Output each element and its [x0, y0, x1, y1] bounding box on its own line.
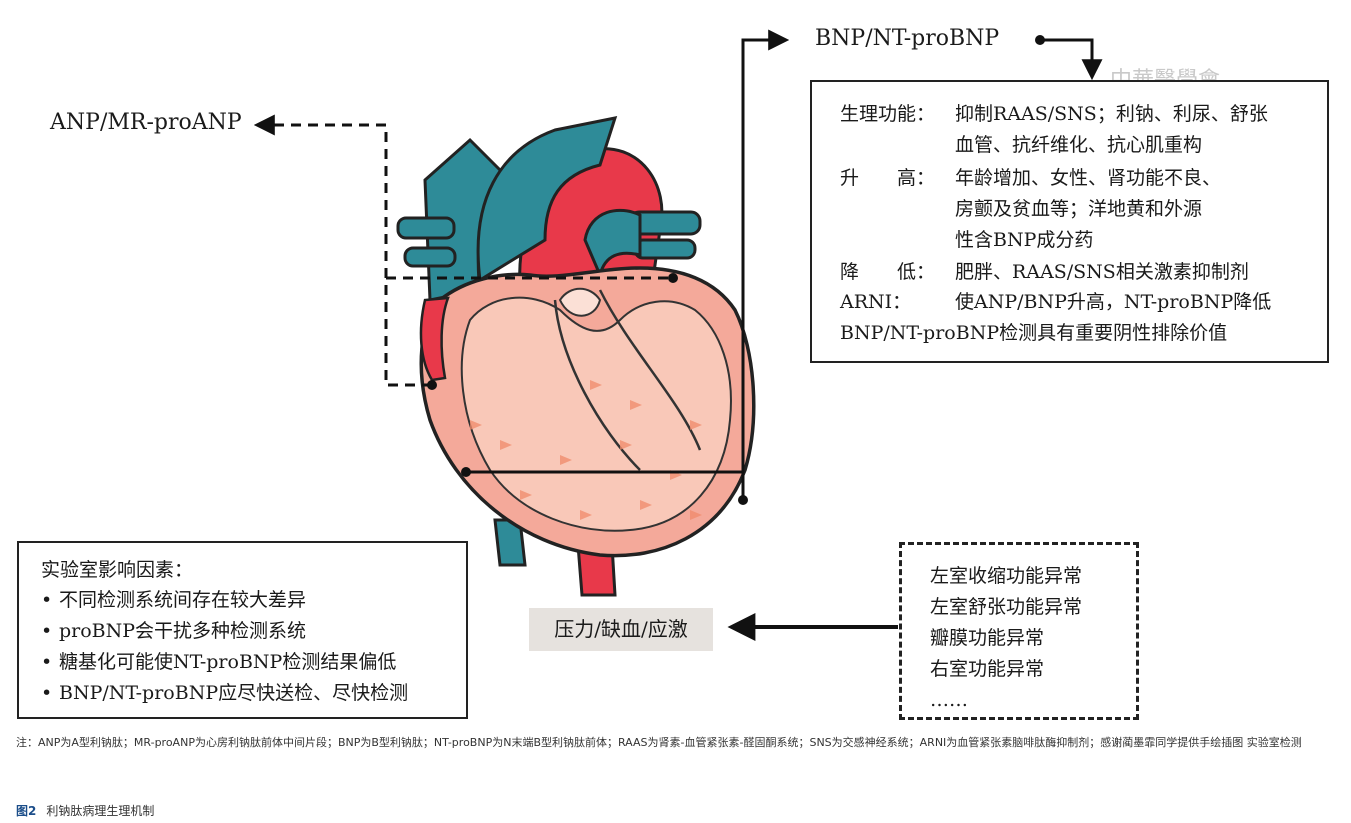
bnp-info-line: 肥胖、RAAS/SNS相关激素抑制剂 [955, 261, 1249, 283]
bnp-info-line: 抑制RAAS/SNS；利钠、利尿、舒张 [955, 103, 1268, 125]
heart-valve [558, 287, 602, 317]
bnp-info-key-increase: 升 高： [840, 167, 936, 189]
cause-item: 右室功能异常 [930, 658, 1045, 680]
cardiac-causes-box: 左室收缩功能异常 左室舒张功能异常 瓣膜功能异常 右室功能异常 …… [899, 542, 1139, 720]
bnp-info-key-arni: ARNI： [840, 291, 912, 313]
bnp-label-point [1035, 35, 1045, 45]
lab-factors-box: 实验室影响因素： •不同检测系统间存在较大差异 •proBNP会干扰多种检测系统… [17, 541, 468, 719]
lab-factor-item: •不同检测系统间存在较大差异 [41, 589, 307, 611]
cause-item: …… [930, 689, 968, 711]
lab-factor-item: •proBNP会干扰多种检测系统 [41, 620, 307, 642]
bnp-info-summary: BNP/NT-proBNP检测具有重要阴性排除价值 [840, 322, 1228, 344]
bnp-info-line: 使ANP/BNP升高，NT-proBNP降低 [955, 291, 1272, 313]
anp-connector [253, 114, 432, 387]
bnp-info-line: 血管、抗纤维化、抗心肌重构 [955, 134, 1203, 156]
bnp-to-info-connector [1040, 38, 1103, 81]
bnp-label: BNP/NT-proBNP [815, 26, 1000, 51]
figure-title: 利钠肽病理生理机制 [46, 804, 155, 818]
cause-item: 瓣膜功能异常 [930, 627, 1045, 649]
lab-factor-item: •糖基化可能使NT-proBNP检测结果偏低 [41, 651, 397, 673]
bnp-info-line: 房颤及贫血等；洋地黄和外源 [955, 198, 1203, 220]
right-atrium-point [427, 380, 437, 390]
vessel-branch-left [396, 216, 456, 240]
heart-chamber-line [553, 299, 641, 471]
atrium-point [668, 273, 678, 283]
bnp-connector [741, 29, 790, 500]
bnp-info-key-decrease: 降 低： [840, 261, 936, 283]
ventricle-point-right [738, 495, 748, 505]
cause-item: 左室收缩功能异常 [930, 565, 1083, 587]
stress-ischemia-box: 压力/缺血/应激 [529, 608, 713, 651]
ventricle-point-left [461, 467, 471, 477]
lab-factors-title: 实验室影响因素： [41, 559, 194, 581]
flow-arrows [470, 380, 702, 520]
footnote: 注：ANP为A型利钠肽；MR-proANP为心房利钠肽前体中间片段；BNP为B型… [16, 736, 1302, 749]
bnp-info-line: 性含BNP成分药 [955, 229, 1094, 251]
vessel-branch-right-lower [633, 238, 697, 260]
heart-right-atrium [419, 296, 450, 382]
heart-chamber-line-2 [598, 289, 702, 451]
anp-label: ANP/MR-proANP [50, 110, 242, 135]
lab-factor-item: •BNP/NT-proBNP应尽快送检、尽快检测 [41, 682, 409, 704]
figure-caption: 图2 利钠肽病理生理机制 [16, 802, 154, 819]
pulmonary-trunk [583, 208, 642, 280]
pulmonary-artery [476, 116, 618, 283]
figure-number: 图2 [16, 804, 37, 818]
bnp-info-box: 生理功能： 抑制RAAS/SNS；利钠、利尿、舒张 血管、抗纤维化、抗心肌重构 … [810, 80, 1329, 363]
bnp-info-line: 年龄增加、女性、肾功能不良、 [955, 167, 1222, 189]
vessel-branch-left-lower [403, 246, 457, 268]
bnp-info-key-function: 生理功能： [840, 103, 936, 125]
cause-item: 左室舒张功能异常 [930, 596, 1083, 618]
